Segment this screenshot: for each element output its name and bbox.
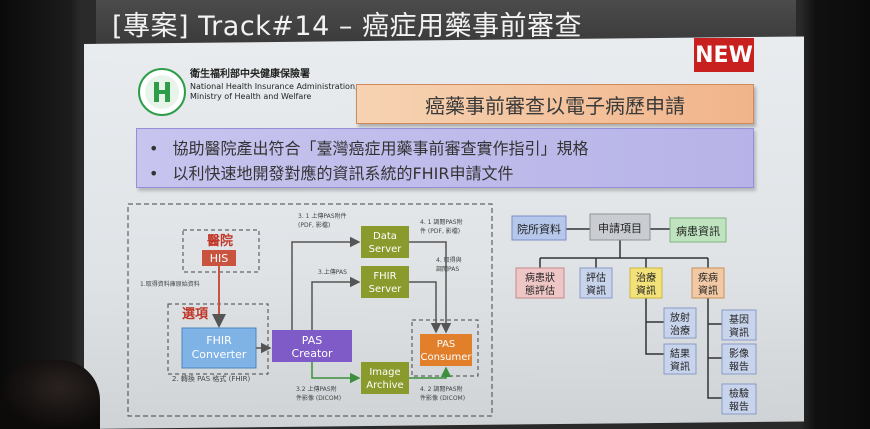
arrow-creator-to-fhir-server (311, 276, 361, 330)
patient-status-label-1: 病患狀 (525, 271, 555, 284)
hospital-group-label: 醫院 (207, 233, 233, 249)
arrow-creator-to-data-server (291, 236, 361, 330)
headline-banner: 癌藥事前審查以電子病歷申請 (356, 84, 754, 124)
his-box (202, 250, 236, 266)
evaluation-node (579, 267, 613, 299)
outcome-node (663, 343, 697, 375)
patient-status-label-2: 態評估 (525, 284, 555, 297)
hospital-data-node (511, 215, 567, 241)
gene-label-2: 資訊 (729, 326, 749, 339)
imaging-report-node (721, 343, 757, 375)
disease-label-2: 資訊 (698, 284, 718, 297)
radiotherapy-label-2: 治療 (670, 324, 690, 337)
fhir-server-label-1: FHIR (373, 271, 396, 282)
note-upload-image-2: 件影像 (DICOM) (296, 394, 341, 402)
bullet-marker: • (149, 139, 159, 158)
data-server-label-1: Data (373, 231, 397, 242)
treatment-label-2: 資訊 (636, 284, 656, 297)
radiotherapy-label-1: 放射 (670, 311, 690, 324)
note-upload-pas: 3.上傳PAS (318, 268, 347, 276)
bullet-text: 以利快速地開發對應的資訊系統的FHIR申請文件 (172, 164, 514, 183)
note-fetch: 1.取得資料庫原始資料 (140, 280, 200, 288)
evaluation-label-2: 資訊 (586, 284, 606, 297)
data-server-box (361, 226, 409, 258)
pas-creator-label-1: PAS (302, 334, 322, 347)
disease-label-1: 疾病 (698, 271, 718, 284)
disease-node (691, 267, 725, 299)
hospital-group-frame (182, 229, 260, 273)
note-retrieve-attachment-1: 4. 1 調閱PAS附 (420, 218, 463, 226)
fhir-converter-label-1: FHIR (206, 334, 232, 347)
note-retrieve-attachment-2: 件 (PDF, 影檔) (420, 227, 460, 235)
bullet-item: • 以利快速地開發對應的資訊系統的FHIR申請文件 (149, 160, 514, 184)
arrow-data-server-to-consumer (409, 241, 452, 334)
patient-status-node (515, 267, 565, 299)
radiotherapy-node (663, 307, 697, 339)
arrow-archive-to-consumer (409, 366, 452, 379)
image-archive-box (361, 362, 409, 394)
application-tree (539, 228, 722, 399)
application-item-label: 申請項目 (598, 221, 642, 235)
gene-label-1: 基因 (729, 313, 749, 326)
lab-report-label-2: 報告 (729, 400, 749, 413)
fhir-server-box (361, 266, 409, 298)
imaging-report-label-1: 影像 (729, 348, 749, 360)
image-archive-label-2: Archive (366, 380, 403, 391)
application-item-node (589, 213, 651, 241)
audience-head-silhouette (0, 360, 100, 429)
arrow-creator-to-image-archive (311, 362, 361, 384)
note-retrieve-image-1: 4. 2 調閱PAS附 (420, 385, 463, 393)
his-label: HIS (210, 252, 229, 265)
fhir-converter-label-2: Converter (192, 348, 247, 361)
lab-report-node (721, 383, 757, 415)
hospital-data-label: 院所資料 (517, 222, 561, 236)
arrow-fhir-server-to-consumer (409, 281, 442, 334)
org-name-zh: 衛生福利部中央健康保險署 (190, 69, 310, 80)
pas-creator-label-2: Creator (291, 347, 333, 360)
treatment-node (629, 267, 663, 299)
outcome-label-2: 資訊 (670, 360, 690, 373)
treatment-label-1: 治療 (636, 271, 656, 284)
organization-label: 衛生福利部中央健康保險署 National Health Insurance A… (190, 70, 358, 102)
note-retrieve-image-2: 件影像 (DICOM) (420, 394, 465, 402)
org-name-en-2: Ministry of Health and Welfare (190, 92, 312, 101)
outcome-label-1: 結果 (670, 347, 690, 360)
pas-consumer-label-2: Consumer (421, 352, 473, 363)
tree-link (707, 298, 722, 399)
note-upload-attachment-2: (PDF, 影檔) (298, 221, 330, 229)
pas-consumer-box (420, 334, 472, 366)
note-upload-image-1: 3.2 上傳PAS附 (296, 385, 337, 393)
nhi-logo-icon (138, 68, 186, 116)
pas-creator-box (272, 330, 352, 362)
org-name-en-1: National Health Insurance Administration… (190, 82, 358, 91)
bullet-text: 協助醫院產出符合「臺灣癌症用藥事前審查實作指引」規格 (172, 139, 589, 158)
bullet-panel: • 協助醫院產出符合「臺灣癌症用藥事前審查實作指引」規格 • 以利快速地開發對應的資… (136, 128, 754, 188)
note-convert: 2. 轉換 PAS 格式 (FHIR) (172, 374, 251, 383)
fhir-server-label-2: Server (369, 284, 403, 295)
new-badge: NEW (694, 38, 754, 72)
patient-info-label: 病患資訊 (676, 224, 720, 238)
tree-link (645, 298, 664, 355)
fhir-converter-box (181, 327, 257, 369)
bullet-item: • 協助醫院產出符合「臺灣癌症用藥事前審查實作指引」規格 (149, 135, 588, 159)
note-retrieve-pas-2: 調閱PAS (436, 265, 459, 273)
note-retrieve-pas-1: 4. 取得與 (436, 256, 462, 264)
option-group-label: 選項 (182, 306, 209, 322)
pas-consumer-label-1: PAS (437, 339, 456, 350)
page-title: [專案] Track#14 – 癌症用藥事前審查 (112, 11, 582, 42)
image-archive-label-1: Image (369, 367, 400, 378)
bullet-marker: • (149, 164, 159, 183)
lab-report-label-1: 檢驗 (729, 387, 749, 400)
imaging-report-label-2: 報告 (729, 360, 749, 373)
evaluation-label-1: 評估 (586, 271, 606, 284)
patient-info-node (669, 217, 727, 243)
data-server-label-2: Server (369, 244, 403, 255)
gene-node (721, 309, 757, 341)
note-upload-attachment-1: 3. 1 上傳PAS附件 (298, 212, 347, 220)
